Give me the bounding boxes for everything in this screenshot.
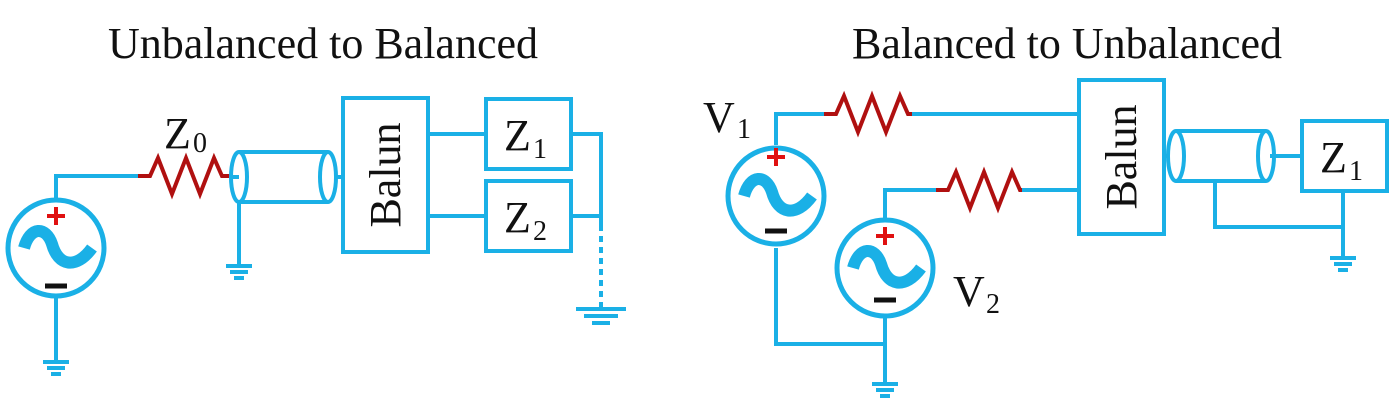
- right-resistor-2-icon: [936, 166, 1022, 214]
- left-load-z1-label: Z: [504, 111, 531, 160]
- left-load-z1-box: [484, 97, 573, 171]
- left-coax-icon: [229, 150, 338, 204]
- right-resistor-1-icon: [824, 90, 912, 138]
- right-source-v1-label: V: [703, 93, 735, 142]
- right-balun-label: Balun: [1097, 104, 1146, 209]
- left-resistor-icon: [138, 152, 232, 200]
- right-source-v1-icon: [725, 145, 827, 247]
- right-source-v2-icon: [834, 217, 936, 319]
- left-wires: [54, 132, 603, 362]
- left-balun-label: Balun: [361, 122, 410, 227]
- right-title: Balanced to Unbalanced: [852, 19, 1282, 68]
- left-ground-2-icon: [43, 360, 69, 376]
- right-source-v1-sub: 1: [737, 114, 751, 145]
- left-ground-1-icon: [226, 264, 252, 280]
- right-load-z1-label: Z: [1320, 133, 1347, 182]
- left-title: Unbalanced to Balanced: [108, 19, 538, 68]
- right-wires: [774, 112, 1345, 384]
- right-ground-1-icon: [1330, 256, 1356, 272]
- left-ground-3-icon: [576, 307, 626, 325]
- left-load-z2-label: Z: [504, 193, 531, 242]
- right-source-v2-sub: 2: [986, 289, 1000, 320]
- right-source-v2-label: V: [953, 267, 985, 316]
- right-load-z1-box: [1300, 119, 1389, 193]
- right-coax-icon: [1166, 129, 1276, 183]
- left-resistor-label: Z: [164, 109, 191, 158]
- left-balun-box: [341, 96, 430, 254]
- right-ground-2-icon: [872, 382, 898, 398]
- left-load-z2-sub: 2: [533, 216, 547, 247]
- right-load-z1-sub: 1: [1349, 156, 1363, 187]
- right-balun-box: [1077, 78, 1166, 236]
- left-load-z1-sub: 1: [533, 134, 547, 165]
- left-load-z2-box: [484, 179, 573, 253]
- left-resistor-sub: 0: [193, 128, 207, 159]
- left-source-icon: [5, 197, 107, 299]
